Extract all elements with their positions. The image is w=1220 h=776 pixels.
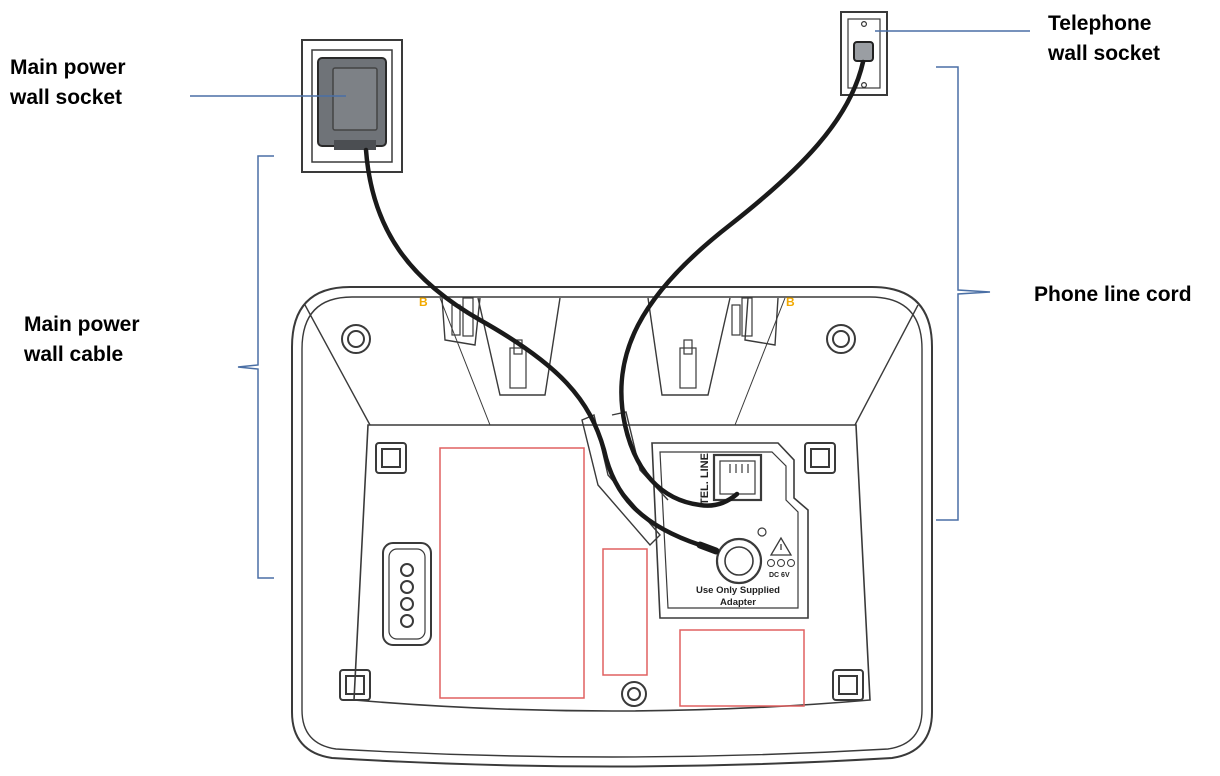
dc-power-jack: [715, 527, 767, 585]
main-power-socket-label-line-2: wall socket: [9, 86, 122, 109]
rubber-foot: [375, 442, 407, 474]
telephone-wall-socket: [840, 11, 888, 96]
voltage-label: DC 6V: [769, 572, 790, 579]
warning-triangle-icon: [769, 536, 793, 556]
hook-marker-right: B: [786, 295, 795, 309]
charging-contacts: [382, 542, 432, 646]
callout-lines: [190, 30, 1030, 579]
adapter-notice-line-2: Adapter: [720, 597, 756, 608]
main-power-wall-socket: [301, 39, 403, 173]
main-power-cable-label-line-2: wall cable: [23, 343, 123, 366]
telephone-socket-label-line-2: wall socket: [1047, 42, 1160, 65]
phone-line-cord-label: Phone line cord: [1034, 283, 1192, 306]
phone-line-cord: [619, 59, 866, 508]
main-power-socket-label-line-1: Main power: [10, 56, 126, 79]
phone-base-unit: [291, 286, 933, 768]
power-cable: [363, 147, 720, 555]
rubber-foot: [832, 669, 864, 701]
polarity-symbol-icon: [767, 559, 795, 567]
adapter-notice-line-1: Use Only Supplied: [696, 585, 780, 596]
power-adapter-plug: [317, 57, 387, 150]
main-power-cable-label-line-1: Main power: [24, 313, 140, 336]
hook-marker-left: B: [419, 295, 428, 309]
tel-line-label: TEL. LINE: [699, 453, 711, 505]
telephone-socket-label-line-1: Telephone: [1048, 12, 1151, 35]
rubber-foot: [339, 669, 371, 701]
label-areas: [439, 447, 805, 707]
rubber-foot: [804, 442, 836, 474]
